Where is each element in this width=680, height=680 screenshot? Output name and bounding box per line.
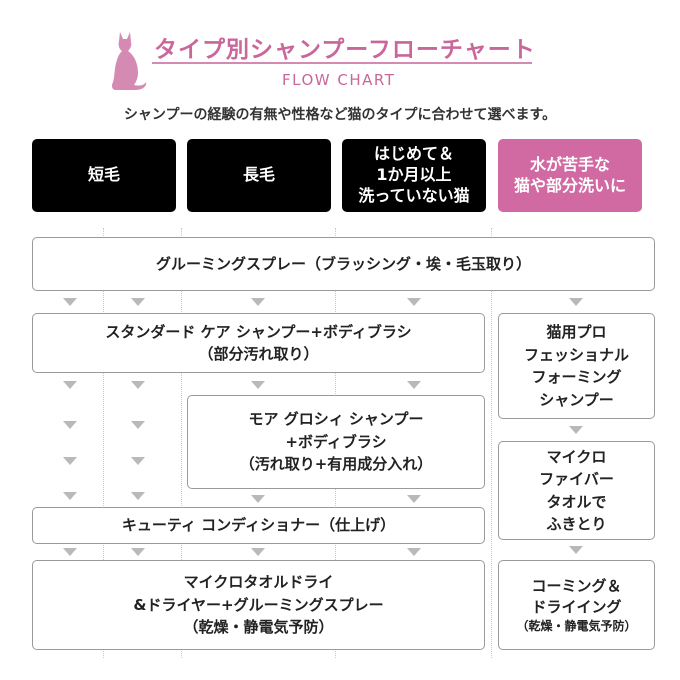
intro-text: シャンプーの経験の有無や性格など猫のタイプに合わせて選べます。 [123,107,557,123]
flow-arrow [131,421,145,429]
page-subtitle: FLOW CHART [282,71,396,89]
flow-arrow [251,495,265,503]
flow-arrow [131,548,145,556]
step-microtowel-dry: マイクロタオルドライ &ドライヤー+グルーミングスプレー （乾燥・静電気予防） [32,560,485,650]
step-foaming-shampoo: 猫用プロ フェッショナル フォーミング シャンプー [498,313,655,419]
flow-arrow [63,381,77,389]
page-title: タイプ別シャンプーフローチャート [154,37,536,63]
flow-arrow [63,492,77,500]
flow-arrow [569,298,583,306]
title-underline [152,62,532,64]
flow-arrow [407,381,421,389]
flow-arrow [63,548,77,556]
flow-arrow [63,298,77,306]
flow-arrow [407,298,421,306]
cat-silhouette-icon [112,32,147,90]
column-guide [491,228,492,658]
step-combing-drying: コーミング＆ ドライイング （乾燥・静電気予防） [498,560,655,650]
column-guide [103,228,104,658]
step-microfiber-towel: マイクロ ファイバー タオルで ふきとり [498,441,655,540]
flow-arrow [251,298,265,306]
step-grooming-spray: グルーミングスプレー（ブラッシング・埃・毛玉取り） [32,237,655,291]
flow-arrow [131,381,145,389]
flow-arrow [131,298,145,306]
flow-arrow [569,426,583,434]
flow-arrow [251,548,265,556]
flow-arrow [131,492,145,500]
step-moa-glossy-shampoo: モア グロシィ シャンプー +ボディブラシ （汚れ取り+有用成分入れ） [187,395,485,489]
flow-arrow [407,548,421,556]
type-short-hair: 短毛 [32,139,176,212]
flow-arrow [569,546,583,554]
step-combing-drying-label: コーミング＆ ドライイング [531,576,622,616]
flow-arrow [251,381,265,389]
step-cutie-conditioner: キューティ コンディショナー（仕上げ） [32,507,485,544]
step-standard-care-shampoo: スタンダード ケア シャンプー+ボディブラシ （部分汚れ取り） [32,313,485,373]
type-water-averse: 水が苦手な 猫や部分洗いに [498,139,642,212]
step-combing-drying-note: （乾燥・静電気予防） [516,618,637,633]
type-first-time: はじめて＆ 1か月以上 洗っていない猫 [342,139,486,212]
flow-arrow [131,457,145,465]
column-guide [181,228,182,658]
flow-arrow [63,421,77,429]
flow-arrow [407,495,421,503]
type-long-hair: 長毛 [187,139,331,212]
flow-arrow [63,457,77,465]
